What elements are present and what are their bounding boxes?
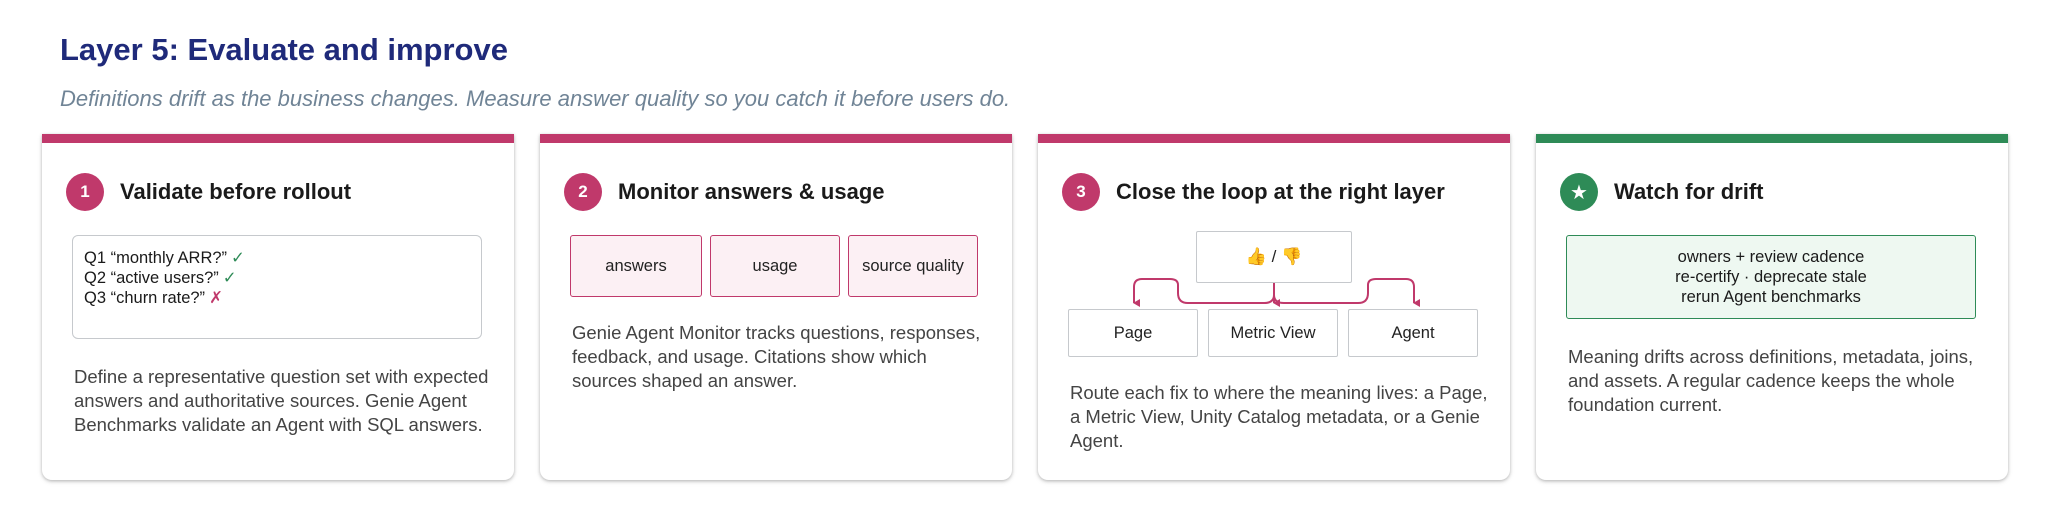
drift-line: rerun Agent benchmarks bbox=[1681, 288, 1861, 306]
card-description: Route each fix to where the meaning live… bbox=[1070, 382, 1488, 451]
step-badge: 3 bbox=[1062, 173, 1100, 211]
feedback-box: 👍 / 👎 bbox=[1196, 231, 1352, 283]
metric-answers: answers bbox=[570, 235, 702, 297]
routing-arrows bbox=[1133, 278, 1420, 307]
drift-checklist-box: owners + review cadence re-certify · dep… bbox=[1566, 235, 1976, 319]
step-badge: 2 bbox=[564, 173, 602, 211]
check-icon: ✓ bbox=[222, 269, 237, 287]
page-title: Layer 5: Evaluate and improve bbox=[60, 32, 508, 67]
arrow-to-agent bbox=[1273, 278, 1420, 307]
star-icon: ★ bbox=[1560, 173, 1598, 211]
card-title: Monitor answers & usage bbox=[618, 179, 885, 204]
question-item: Q2 “active users?”✓ bbox=[84, 269, 237, 287]
card-drift: ★ Watch for drift owners + review cadenc… bbox=[1536, 134, 2008, 480]
card-title: Close the loop at the right layer bbox=[1116, 179, 1445, 204]
layer-page: Page bbox=[1068, 309, 1198, 357]
metric-usage: usage bbox=[710, 235, 840, 297]
card-title: Watch for drift bbox=[1614, 179, 1764, 204]
drift-line: owners + review cadence bbox=[1677, 248, 1865, 266]
question-set-box: Q1 “monthly ARR?”✓ Q2 “active users?”✓ Q… bbox=[72, 235, 482, 339]
question-item: Q3 “churn rate?”✗ bbox=[84, 289, 223, 307]
card-description: Define a representative question set wit… bbox=[74, 366, 489, 435]
card-description: Genie Agent Monitor tracks questions, re… bbox=[572, 322, 981, 391]
card-title: Validate before rollout bbox=[120, 179, 352, 204]
card-close-loop: 3 Close the loop at the right layer 👍 / … bbox=[1038, 134, 1510, 480]
layer-agent: Agent bbox=[1348, 309, 1478, 357]
card-description: Meaning drifts across definitions, metad… bbox=[1568, 346, 1974, 415]
drift-line: re-certify · deprecate stale bbox=[1675, 268, 1867, 286]
question-item: Q1 “monthly ARR?”✓ bbox=[84, 249, 245, 267]
card-validate: 1 Validate before rollout Q1 “monthly AR… bbox=[42, 134, 514, 480]
arrow-to-page bbox=[1133, 278, 1275, 307]
card-monitor: 2 Monitor answers & usage answers usage … bbox=[540, 134, 1012, 480]
page-subtitle: Definitions drift as the business change… bbox=[60, 86, 1011, 111]
metric-source-quality: source quality bbox=[848, 235, 978, 297]
step-badge: 1 bbox=[66, 173, 104, 211]
cross-icon: ✗ bbox=[209, 289, 223, 307]
layer-metric-view: Metric View bbox=[1208, 309, 1338, 357]
check-icon: ✓ bbox=[231, 249, 245, 267]
